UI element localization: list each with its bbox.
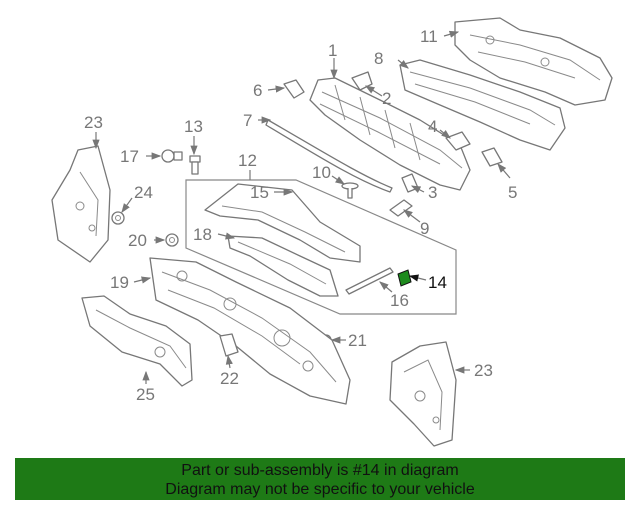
part-7-weatherstrip — [265, 119, 393, 193]
leader-lines — [92, 30, 511, 384]
callout-7: 7 — [243, 111, 252, 130]
callout-11: 11 — [420, 27, 438, 46]
part-25-insulator — [81, 295, 193, 387]
sub-assembly-12-frame — [185, 179, 457, 315]
part-13-bolt — [189, 155, 201, 175]
callout-22: 22 — [220, 369, 239, 388]
callout-4: 4 — [428, 117, 437, 136]
part-17-grommet — [161, 149, 183, 163]
part-10-clip — [341, 182, 359, 199]
part-15-panel — [204, 183, 361, 263]
part-1-cowl-panel — [309, 77, 471, 191]
part-6-clip — [283, 79, 305, 99]
callout-1: 1 — [328, 41, 337, 60]
part-22-plate — [219, 333, 239, 357]
part-19-dash-panel — [149, 257, 351, 405]
part-20-washer — [165, 233, 179, 247]
part-11-upper-panel — [454, 17, 613, 106]
part-3-bracket — [401, 173, 419, 193]
part-4-bracket — [445, 131, 471, 151]
callout-15: 15 — [250, 183, 269, 202]
callout-3: 3 — [428, 183, 437, 202]
callout-17: 17 — [120, 147, 139, 166]
callout-25: 25 — [136, 385, 155, 404]
callout-12: 12 — [238, 151, 257, 170]
callout-6: 6 — [253, 81, 262, 100]
parts-diagram: 1 2 3 4 5 6 7 8 9 10 11 12 13 14 15 16 1… — [51, 17, 613, 447]
part-14-highlighted — [397, 269, 412, 287]
callout-23-right: 23 — [474, 361, 493, 380]
callout-19: 19 — [110, 273, 129, 292]
info-banner-line-2: Diagram may not be specific to your vehi… — [165, 481, 475, 498]
part-5-plate — [481, 147, 503, 167]
callout-20: 20 — [128, 231, 147, 250]
callout-14-highlighted: 14 — [428, 273, 447, 292]
part-8-reinforcement — [399, 59, 566, 151]
info-banner-line-1: Part or sub-assembly is #14 in diagram — [181, 462, 459, 479]
callout-10: 10 — [312, 163, 331, 182]
info-banner: Part or sub-assembly is #14 in diagram D… — [15, 458, 625, 500]
part-24-washer — [111, 211, 125, 225]
part-23-right-pillar — [389, 341, 457, 447]
part-16-strip — [345, 267, 394, 295]
callout-24: 24 — [134, 183, 153, 202]
part-18-panel — [227, 235, 339, 297]
callout-23-left: 23 — [84, 113, 103, 132]
callout-9: 9 — [420, 219, 429, 238]
callout-8: 8 — [374, 49, 383, 68]
callout-13: 13 — [184, 117, 203, 136]
callout-5: 5 — [508, 183, 517, 202]
part-9-bracket — [389, 199, 413, 217]
part-23-left-pillar — [51, 145, 111, 263]
callout-21: 21 — [348, 331, 367, 350]
callout-2: 2 — [382, 89, 391, 108]
callout-18: 18 — [193, 225, 212, 244]
callout-16: 16 — [390, 291, 409, 310]
